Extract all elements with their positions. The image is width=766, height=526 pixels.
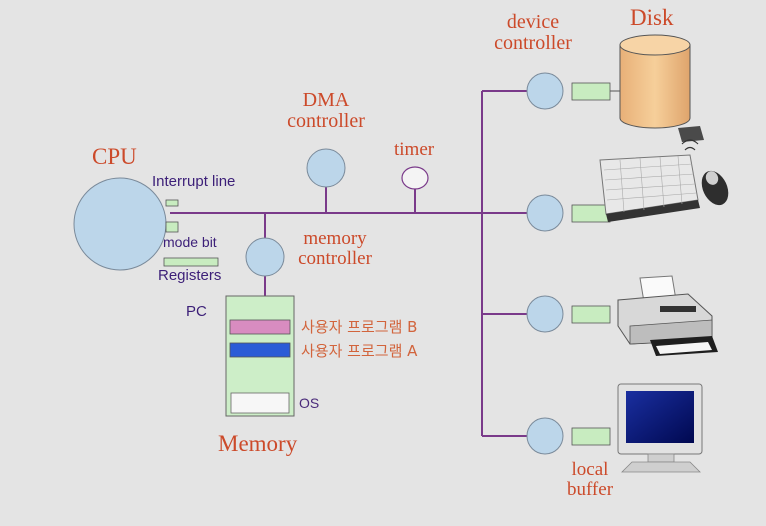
cpu-circle xyxy=(73,177,167,271)
dma-controller-label-line1: DMA xyxy=(302,89,350,111)
memory-controller-circle xyxy=(245,237,285,277)
timer-label: timer xyxy=(394,139,435,160)
os-segment xyxy=(230,392,290,414)
system-bus xyxy=(170,90,528,437)
device-controller-label-line1: device xyxy=(506,11,560,33)
local-buffer-disk xyxy=(571,82,611,101)
registers-label: Registers xyxy=(158,267,222,284)
device-controller-label: device controller xyxy=(483,12,583,54)
user-program-a-label: 사용자 프로그램 A xyxy=(301,342,418,360)
mode-bit-label: mode bit xyxy=(163,234,217,250)
user-program-a-segment xyxy=(229,342,291,358)
user-program-b-label: 사용자 프로그램 B xyxy=(301,318,418,336)
local-buffer-keyboard xyxy=(571,204,611,223)
local-buffer-monitor xyxy=(571,427,611,446)
device-controllers xyxy=(526,72,622,455)
local-buffer-label-line2: buffer xyxy=(566,478,614,500)
memory-label: Memory xyxy=(218,431,298,456)
memory-controller-label-line2: controller xyxy=(298,247,372,269)
timer-circle xyxy=(401,166,429,190)
disk-icon xyxy=(619,34,691,129)
memory-controller-label-line1: memory xyxy=(303,228,367,249)
user-program-b-segment xyxy=(229,319,291,335)
device-controller-label-line2: controller xyxy=(494,32,572,54)
local-buffer-printer xyxy=(571,305,611,324)
dma-controller-label-line2: controller xyxy=(287,110,365,132)
pc-label: PC xyxy=(186,303,207,320)
os-label: OS xyxy=(299,395,320,411)
registers-bar xyxy=(163,257,219,267)
device-controller-printer xyxy=(526,295,564,333)
disk-label: Disk xyxy=(630,5,674,30)
cpu-label: CPU xyxy=(92,144,137,169)
monitor-icon xyxy=(617,383,703,473)
local-buffer-label: local buffer xyxy=(545,460,635,500)
device-controller-monitor xyxy=(526,417,564,455)
device-controller-keyboard xyxy=(526,194,564,232)
interrupt-line-register xyxy=(165,199,179,207)
printer-icon xyxy=(617,275,718,356)
local-buffer-label-line1: local xyxy=(571,459,609,480)
keyboard-mouse-icon xyxy=(599,126,729,222)
dma-controller-label: DMA controller xyxy=(276,90,376,132)
interrupt-line-label: Interrupt line xyxy=(152,173,236,190)
memory-controller-label: memory controller xyxy=(280,229,390,269)
dma-controller-circle xyxy=(306,148,346,188)
device-controller-disk xyxy=(526,72,564,110)
mode-bit-register xyxy=(165,221,179,233)
